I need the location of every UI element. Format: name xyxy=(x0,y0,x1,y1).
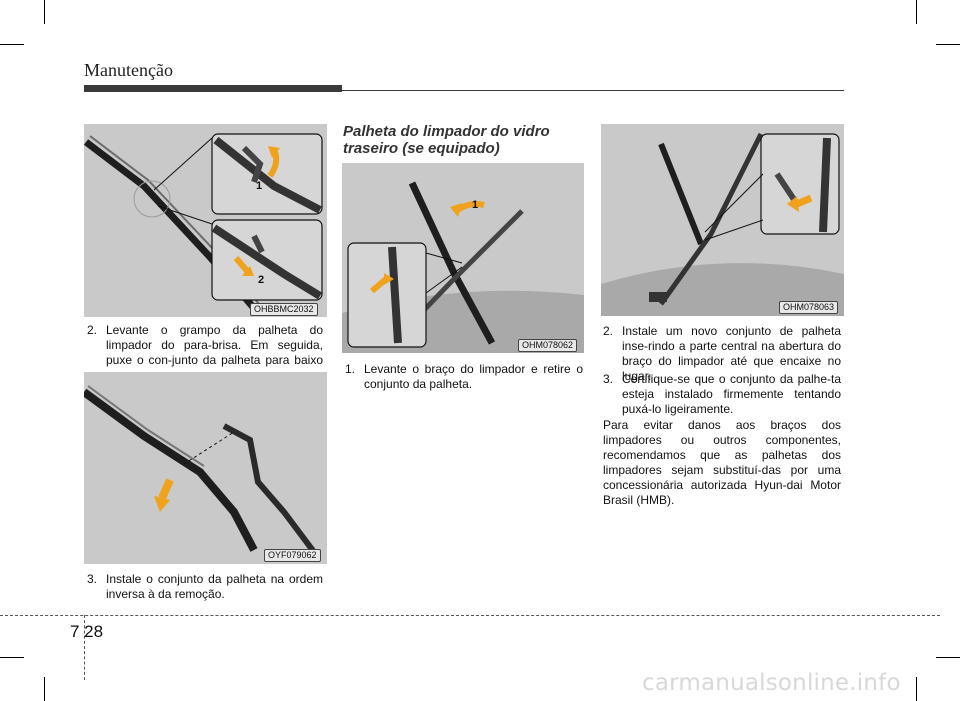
header-rule-thin xyxy=(342,90,844,91)
figure-code: OHM078062 xyxy=(518,339,578,352)
crop-mark xyxy=(936,44,960,45)
step-text: Certifique-se que o conjunto da palhe-ta… xyxy=(622,372,841,416)
crop-mark xyxy=(0,44,24,45)
figure-wiper-clip-release: 1 2 OHBBMC2032 xyxy=(84,124,327,317)
section-title: Palheta do limpador do vidro traseiro (s… xyxy=(343,123,550,157)
figure-code: OHM078063 xyxy=(779,301,839,314)
footer-rule xyxy=(0,615,940,616)
figure-rear-wiper-install: OHM078063 xyxy=(601,124,844,316)
crop-mark xyxy=(0,657,24,658)
body-paragraph: Para evitar danos aos braços dos limpado… xyxy=(603,418,841,507)
page-header-title: Manutenção xyxy=(84,60,173,80)
step-item: 3. Instale o conjunto da palheta na orde… xyxy=(87,572,323,602)
step-text: Levante o braço do limpador e retire o c… xyxy=(364,362,583,391)
crop-mark xyxy=(936,657,960,658)
callout-number: 2 xyxy=(258,274,265,286)
figure-code: OHBBMC2032 xyxy=(250,303,318,316)
figure-rear-wiper: 1 OHM078062 xyxy=(342,163,584,353)
step-item: 3. Certifique-se que o conjunto da palhe… xyxy=(603,372,841,417)
step-item: 2. Instale um novo conjunto de palheta i… xyxy=(603,324,841,384)
step-text: Instale o conjunto da palheta na ordem i… xyxy=(106,572,323,601)
callout-number: 1 xyxy=(256,180,263,192)
step-number: 3. xyxy=(87,572,98,586)
step-number: 1. xyxy=(345,362,356,376)
crop-mark xyxy=(44,0,45,24)
step-text: Instale um novo conjunto de palheta inse… xyxy=(622,324,841,383)
crop-mark xyxy=(44,677,45,701)
step-number: 2. xyxy=(603,324,614,338)
page-number: 7 28 xyxy=(70,622,104,641)
step-item: 1. Levante o braço do limpador e retire … xyxy=(345,362,583,392)
header-rule-thick xyxy=(84,85,342,92)
callout-number: 1 xyxy=(472,199,479,211)
watermark: carmanualsonline.info xyxy=(642,670,901,696)
crop-mark xyxy=(916,677,917,701)
footer-rule-vertical xyxy=(84,615,85,680)
crop-mark xyxy=(916,0,917,24)
figure-code: OYF079062 xyxy=(264,549,321,562)
step-number: 3. xyxy=(603,372,614,386)
figure-wiper-blade-removal: OYF079062 xyxy=(84,372,327,564)
step-number: 2. xyxy=(87,323,98,337)
